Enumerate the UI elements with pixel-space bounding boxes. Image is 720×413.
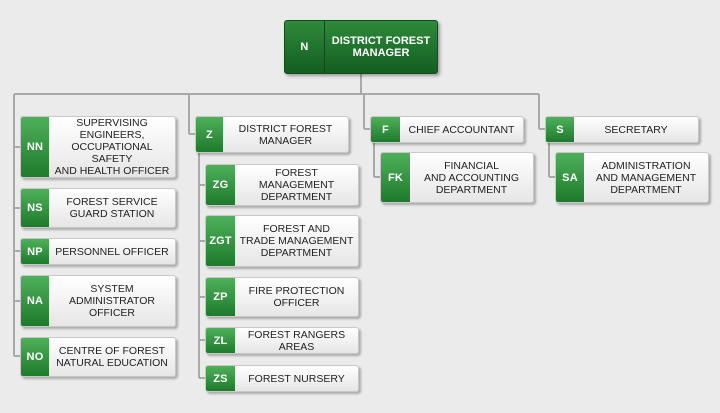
node-label: FOREST NURSERY — [248, 372, 345, 385]
node-no[interactable]: NO CENTRE OF FOREST NATURAL EDUCATION — [20, 337, 176, 377]
node-label: FOREST MANAGEMENT DEPARTMENT — [258, 167, 335, 203]
node-code: F — [371, 117, 400, 142]
node-code: NS — [21, 189, 49, 227]
node-code: NP — [21, 239, 49, 264]
node-f[interactable]: F CHIEF ACCOUNTANT — [370, 116, 524, 143]
node-label: CHIEF ACCOUNTANT — [408, 123, 515, 136]
node-code: Z — [196, 117, 223, 152]
node-fk[interactable]: FK FINANCIAL AND ACCOUNTING DEPARTMENT — [380, 152, 534, 203]
node-code: SA — [556, 153, 584, 202]
node-nn[interactable]: NN SUPERVISING ENGINEERS, OCCUPATIONAL S… — [20, 116, 176, 178]
node-label: ADMINISTRATION AND MANAGEMENT DEPARTMENT — [595, 159, 697, 196]
node-label: DISTRICT FOREST MANAGER — [238, 122, 333, 147]
node-label: SUPERVISING ENGINEERS, OCCUPATIONAL SAFE… — [54, 117, 170, 177]
node-label: CENTRE OF FOREST NATURAL EDUCATION — [56, 345, 168, 369]
node-label: SECRETARY — [604, 123, 668, 136]
node-label: FOREST SERVICE GUARD STATION — [66, 196, 158, 220]
node-label: FIRE PROTECTION OFFICER — [248, 285, 345, 309]
node-zg[interactable]: ZG FOREST MANAGEMENT DEPARTMENT — [205, 164, 359, 206]
node-code: N — [285, 21, 325, 73]
node-s[interactable]: S SECRETARY — [545, 116, 699, 143]
node-sa[interactable]: SA ADMINISTRATION AND MANAGEMENT DEPARTM… — [555, 152, 709, 203]
node-zgt[interactable]: ZGT FOREST AND TRADE MANAGEMENT DEPARTME… — [205, 215, 359, 267]
node-label: DISTRICT FOREST MANAGER — [331, 35, 431, 59]
node-code: ZS — [206, 366, 235, 391]
node-z[interactable]: Z DISTRICT FOREST MANAGER — [195, 116, 349, 153]
node-code: ZL — [206, 328, 235, 353]
node-root[interactable]: N DISTRICT FOREST MANAGER — [284, 20, 438, 74]
node-zl[interactable]: ZL FOREST RANGERS AREAS — [205, 327, 359, 354]
node-code: ZGT — [206, 216, 235, 266]
node-zp[interactable]: ZP FIRE PROTECTION OFFICER — [205, 277, 359, 317]
node-code: S — [546, 117, 574, 142]
node-ns[interactable]: NS FOREST SERVICE GUARD STATION — [20, 188, 176, 228]
node-zs[interactable]: ZS FOREST NURSERY — [205, 365, 359, 392]
node-code: NA — [21, 276, 49, 326]
node-na[interactable]: NA SYSTEM ADMINISTRATOR OFFICER — [20, 275, 176, 327]
node-label: FOREST AND TRADE MANAGEMENT DEPARTMENT — [239, 223, 354, 259]
node-code: FK — [381, 153, 410, 202]
node-code: NN — [21, 117, 49, 177]
node-label: FOREST RANGERS AREAS — [247, 328, 346, 353]
node-label: PERSONNEL OFFICER — [55, 245, 169, 258]
node-code: ZG — [206, 165, 235, 205]
node-code: NO — [21, 338, 49, 376]
node-label: SYSTEM ADMINISTRATOR OFFICER — [69, 283, 155, 319]
node-code: ZP — [206, 278, 235, 316]
node-label: FINANCIAL AND ACCOUNTING DEPARTMENT — [423, 159, 520, 196]
node-np[interactable]: NP PERSONNEL OFFICER — [20, 238, 176, 265]
